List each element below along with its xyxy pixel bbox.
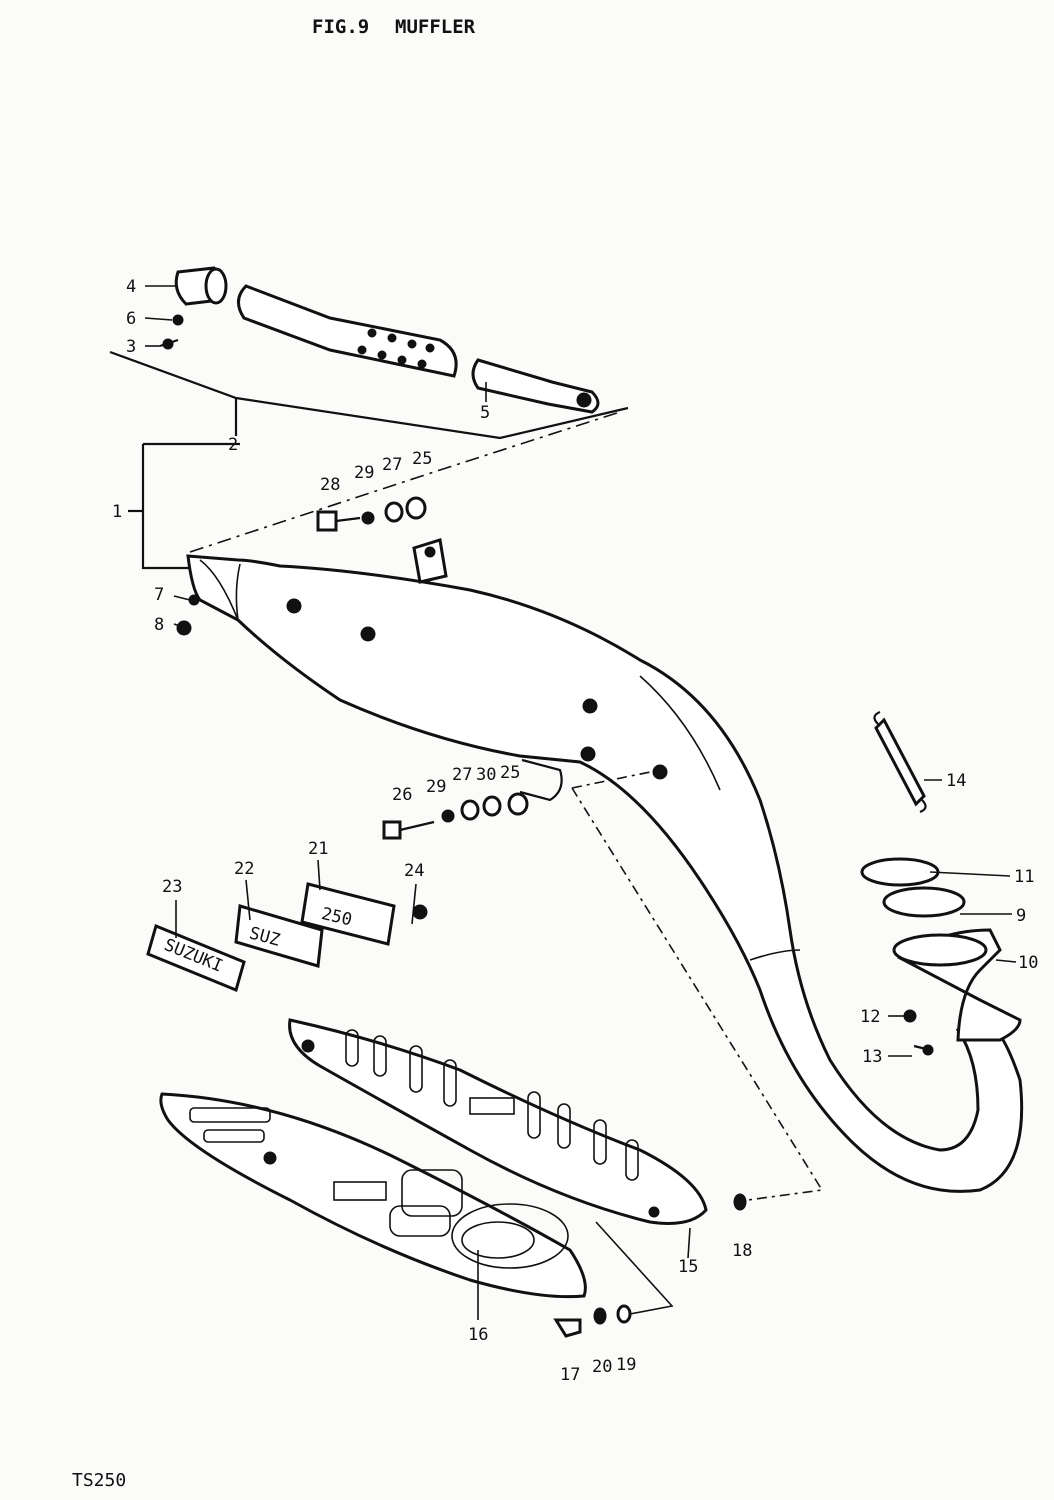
label-part-21: 21 [308, 839, 328, 859]
label-part-1: 1 [112, 502, 122, 522]
tail-pipe [471, 358, 600, 414]
heat-shield-lower [159, 1092, 587, 1299]
label-part-12: 12 [860, 1007, 880, 1027]
label-part-20: 20 [592, 1357, 612, 1377]
label-part-6: 6 [126, 309, 136, 329]
label-part-5: 5 [480, 403, 490, 423]
heat-shield-upper [288, 1018, 708, 1225]
shield-screw [553, 1318, 582, 1338]
label-part-26: 26 [392, 785, 412, 805]
label-part-25-upper: 25 [412, 449, 432, 469]
label-part-22: 22 [234, 859, 254, 879]
label-part-10: 10 [1018, 953, 1038, 973]
upper-bracket-hardware [316, 496, 427, 532]
model-code: TS250 [72, 1470, 126, 1491]
label-part-23: 23 [162, 877, 182, 897]
figure-title: MUFFLER [395, 16, 476, 38]
label-part-4: 4 [126, 277, 136, 297]
label-part-28: 28 [320, 475, 340, 495]
label-part-19: 19 [616, 1355, 636, 1375]
label-part-13: 13 [862, 1047, 882, 1067]
grommet-18 [733, 1193, 747, 1211]
label-part-29-upper: 29 [354, 463, 374, 483]
label-part-16: 16 [468, 1325, 488, 1345]
lower-bracket-hardware [382, 792, 529, 840]
label-part-27-lower: 27 [452, 765, 472, 785]
label-part-30: 30 [476, 765, 496, 785]
label-part-24: 24 [404, 861, 424, 881]
gasket-11 [860, 857, 940, 887]
emblem-suzuki: SUZUKI [146, 923, 246, 993]
label-part-18: 18 [732, 1241, 752, 1261]
tail-pipe-cap [174, 266, 228, 306]
small-screws [159, 314, 184, 350]
label-part-9: 9 [1016, 906, 1026, 926]
label-part-25-lower: 25 [500, 763, 520, 783]
label-part-27-upper: 27 [382, 455, 402, 475]
emblem-250: 250 [300, 882, 428, 946]
label-part-14: 14 [946, 771, 966, 791]
expansion-chamber [186, 538, 1024, 1193]
silencer-tube [237, 284, 458, 378]
washer-19 [616, 1304, 632, 1324]
label-part-11: 11 [1014, 867, 1034, 887]
label-part-7: 7 [154, 585, 164, 605]
flange-bolts [903, 1009, 934, 1056]
front-bolts [176, 594, 200, 636]
label-part-2: 2 [228, 435, 238, 455]
label-part-29-lower: 29 [426, 777, 446, 797]
washer-20 [593, 1307, 607, 1325]
figure-number: FIG.9 [312, 16, 369, 38]
label-part-15: 15 [678, 1257, 698, 1277]
emblem-suz: SUZ [234, 904, 324, 968]
label-part-3: 3 [126, 337, 136, 357]
exhaust-flange [892, 928, 1022, 1042]
label-part-8: 8 [154, 615, 164, 635]
gasket-9 [882, 886, 966, 918]
spring [873, 710, 927, 814]
label-part-17: 17 [560, 1365, 580, 1385]
